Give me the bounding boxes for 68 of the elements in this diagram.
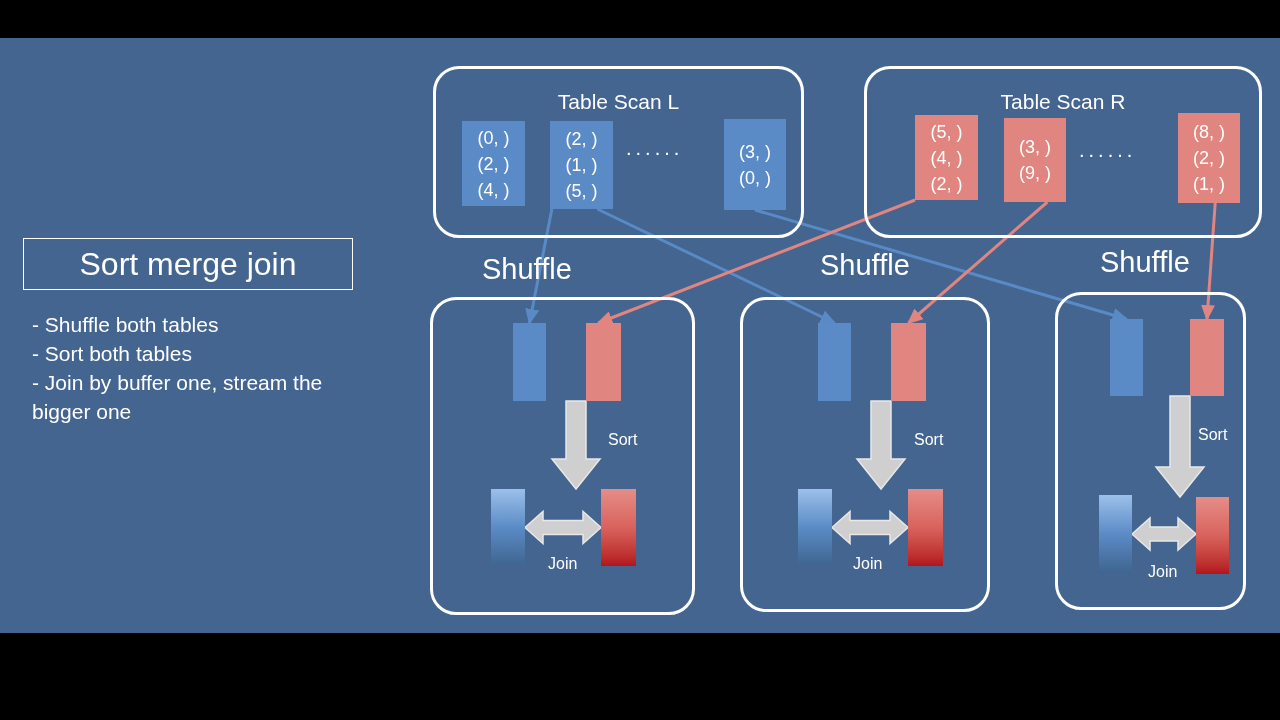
tuple-text: (2, ) (1193, 147, 1225, 170)
block-arrow (1154, 395, 1206, 499)
block-arrow (855, 400, 907, 491)
partition-frame (1055, 292, 1246, 610)
partition-frame (430, 297, 695, 615)
panel-title: Table Scan R (1000, 89, 1126, 115)
edge-label: Sort (608, 430, 638, 450)
tuple-text: (5, ) (565, 180, 598, 203)
tuple-text: (4, ) (477, 178, 510, 202)
tuple-text: (4, ) (930, 146, 963, 170)
partition-bar (1190, 319, 1224, 396)
arrow (525, 208, 554, 325)
partition-heading: Shuffle (482, 252, 572, 287)
tuple-text: (0, ) (739, 166, 771, 190)
arrow (596, 207, 837, 325)
data-block (462, 121, 525, 206)
tuple-text: (3, ) (1019, 136, 1051, 159)
edge-label: Sort (1198, 425, 1228, 445)
edge-label: Join (1148, 562, 1178, 582)
bullet-text: - Shuffle both tables (32, 312, 220, 338)
tuple-text: (2, ) (930, 172, 963, 196)
panel-title: Table Scan L (557, 89, 680, 115)
partition-bar (891, 323, 926, 401)
arrow (1201, 202, 1217, 321)
arrow (907, 200, 1049, 325)
tuple-text: (1, ) (565, 154, 598, 177)
partition-bar (818, 323, 851, 401)
partition-bar (491, 489, 525, 566)
partition-bar (1196, 497, 1229, 574)
partition-bar (908, 489, 943, 566)
bullet-text: - Sort both tables (32, 341, 193, 367)
tuple-text: (2, ) (477, 152, 510, 176)
arrow (754, 208, 1129, 322)
table-scan-panel (864, 66, 1262, 238)
double-arrow (523, 509, 603, 546)
partition-frame (740, 297, 990, 612)
ellipsis: ...... (626, 136, 684, 161)
double-arrow (830, 509, 910, 546)
partition-heading: Shuffle (1100, 245, 1190, 280)
arrow (596, 198, 916, 325)
tuple-text: (8, ) (1193, 121, 1225, 144)
double-arrow (1130, 516, 1198, 552)
data-block (724, 119, 786, 210)
partition-heading: Shuffle (820, 248, 910, 283)
data-block (915, 115, 978, 200)
bullet-text: - Join by buffer one, stream the bigger one (32, 370, 324, 425)
block-arrow (550, 400, 602, 491)
tuple-text: (2, ) (565, 128, 598, 151)
tuple-text: (3, ) (739, 140, 771, 164)
partition-bar (798, 489, 832, 566)
data-block (550, 121, 613, 209)
table-scan-panel (433, 66, 804, 238)
partition-bar (601, 489, 636, 566)
edge-label: Sort (914, 430, 944, 450)
data-block (1004, 118, 1066, 202)
data-block (1178, 113, 1240, 203)
edge-label: Join (548, 554, 578, 574)
edge-label: Join (853, 554, 883, 574)
tuple-text: (9, ) (1019, 162, 1051, 185)
ellipsis: ...... (1079, 138, 1137, 163)
partition-bar (1110, 319, 1143, 396)
tuple-text: (0, ) (477, 126, 510, 150)
partition-bar (586, 323, 621, 401)
title-box: Sort merge join (23, 238, 353, 290)
partition-bar (1099, 495, 1132, 573)
tuple-text: (1, ) (1193, 173, 1225, 196)
tuple-text: (5, ) (930, 120, 963, 144)
partition-bar (513, 323, 546, 401)
